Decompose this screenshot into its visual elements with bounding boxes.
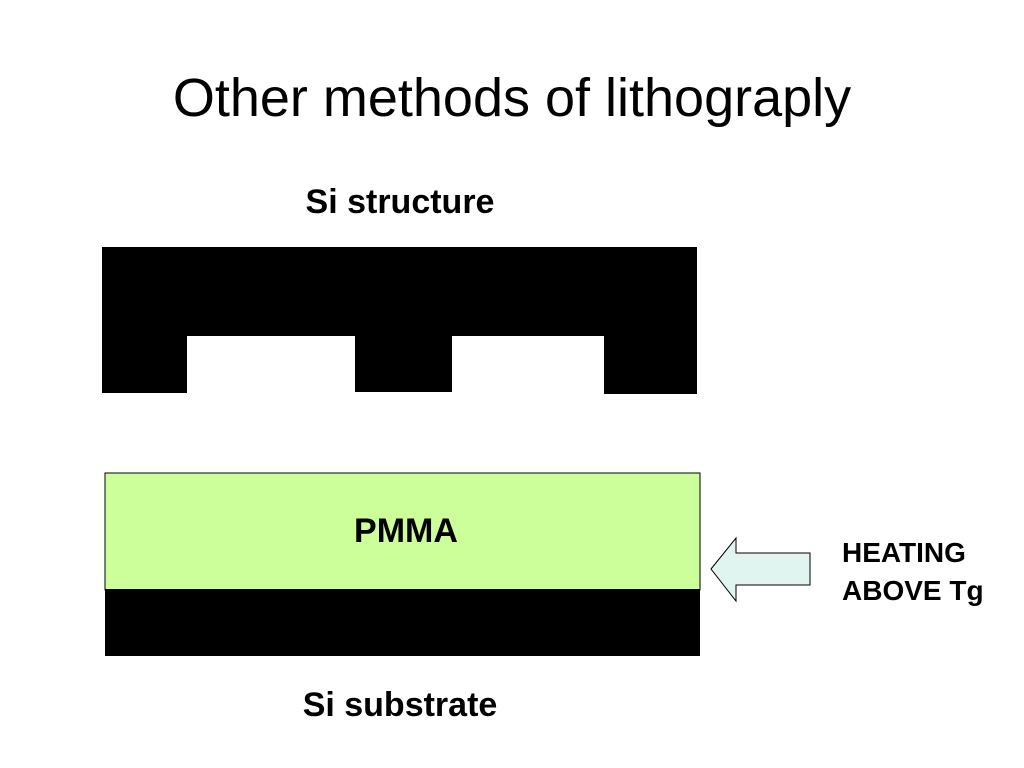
pmma-layer [104,472,701,591]
si-substrate-layer [105,589,700,656]
si-substrate-label: Si substrate [302,686,498,724]
heating-label: HEATING ABOVE Tg [842,534,984,610]
heating-label-line2: ABOVE Tg [842,575,984,606]
left-arrow-icon [710,536,811,603]
si-structure-stamp [102,247,697,394]
slide-title: Other methods of lithograply [172,68,852,128]
si-structure-label: Si structure [305,183,495,221]
pmma-label: PMMA [354,512,458,550]
heating-label-line1: HEATING [842,537,966,568]
